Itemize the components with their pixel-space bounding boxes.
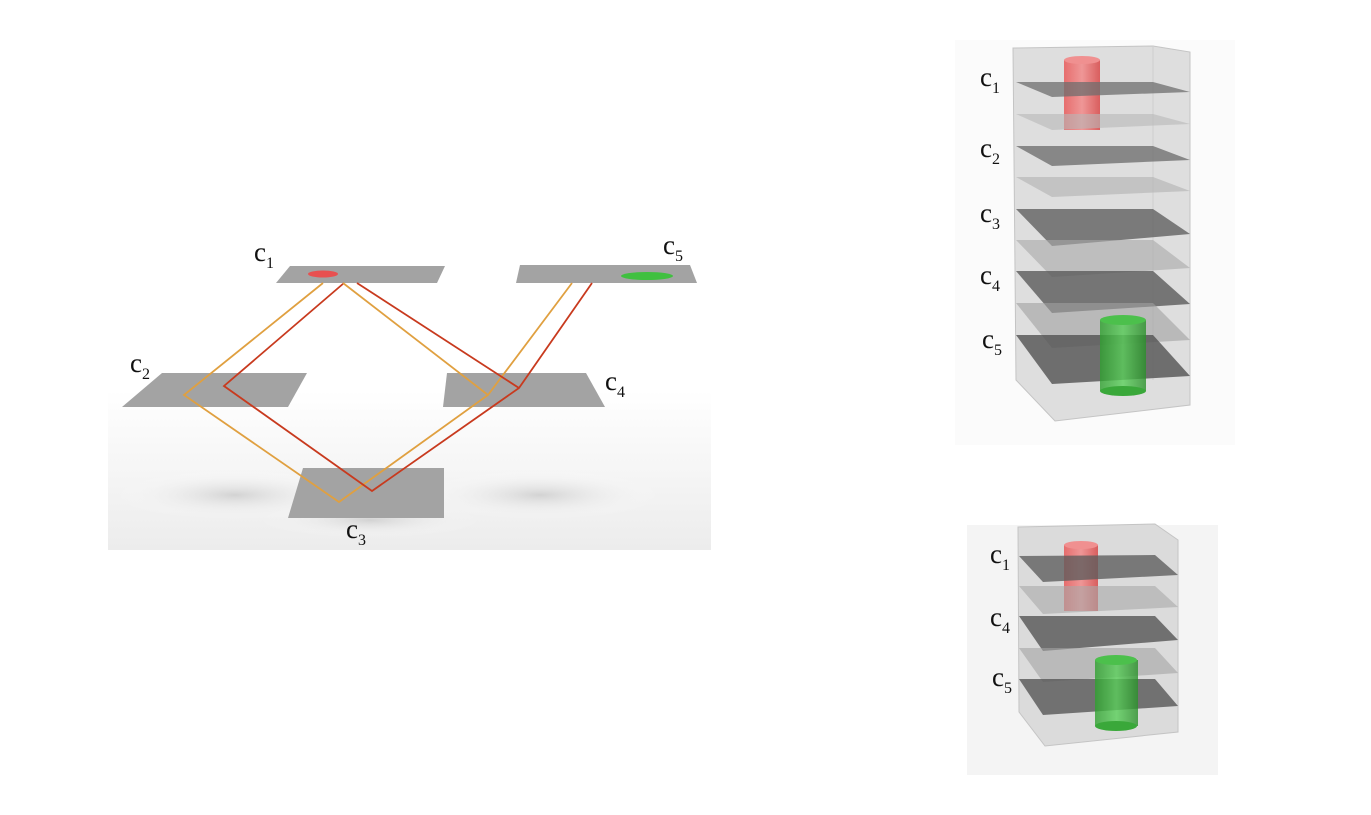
- green-cylinder-top: [1095, 655, 1137, 665]
- label-c1: c1: [254, 237, 274, 272]
- stack-bottom-label-c4: c4: [990, 602, 1010, 637]
- stack-top-label-c2: c2: [980, 133, 1000, 168]
- stack-bottom-labels: c1 c4 c5: [990, 539, 1012, 697]
- green-cylinder: [1095, 660, 1138, 726]
- green-cylinder-top: [1100, 315, 1146, 325]
- stack-top-panel: c1 c2 c3 c4 c5: [955, 40, 1235, 445]
- red-cylinder-top: [1064, 56, 1100, 64]
- stack-bottom-panel: c1 c4 c5: [967, 523, 1218, 775]
- path-red-short: [356, 282, 520, 389]
- plate-c2: [122, 373, 307, 407]
- stack-plate: [1016, 114, 1190, 130]
- goal-marker: [621, 272, 673, 280]
- path-orange-short: [342, 282, 489, 396]
- stack-plate: [1016, 271, 1190, 313]
- stack-plate: [1016, 240, 1190, 277]
- stack-bottom-label-c5: c5: [992, 662, 1012, 697]
- start-marker: [308, 270, 338, 278]
- path-lines: [182, 282, 593, 504]
- graph-panel: c1 c5 c2 c4 c3: [108, 230, 711, 550]
- stack-plate: [1016, 209, 1190, 246]
- green-cylinder-bottom: [1100, 386, 1146, 396]
- path-red-main: [222, 282, 593, 493]
- stack-plate: [1019, 555, 1178, 582]
- plate-c5: [516, 265, 697, 283]
- stack-plate: [1016, 177, 1190, 197]
- stack-top-label-c4: c4: [980, 260, 1000, 295]
- stack-plate: [1016, 146, 1190, 166]
- shadow: [420, 470, 660, 520]
- plate-c1: [276, 266, 445, 283]
- label-c2: c2: [130, 348, 150, 383]
- stack-bottom-label-c1: c1: [990, 539, 1010, 574]
- label-c5: c5: [663, 230, 683, 265]
- green-cylinder-bottom: [1095, 721, 1137, 731]
- graph-labels: c1 c5 c2 c4 c3: [130, 230, 683, 549]
- path-orange-main: [182, 282, 573, 504]
- stack-top-label-c5: c5: [982, 324, 1002, 359]
- plate-c3: [288, 468, 444, 518]
- stack-plate: [1016, 82, 1190, 97]
- green-cylinder: [1100, 320, 1146, 391]
- label-c3: c3: [346, 514, 366, 549]
- stack-top-labels: c1 c2 c3 c4 c5: [980, 62, 1002, 359]
- stack-top-label-c1: c1: [980, 62, 1000, 97]
- stack-plate: [1019, 586, 1178, 614]
- red-cylinder-top: [1064, 541, 1098, 549]
- label-c4: c4: [605, 366, 625, 401]
- stack-top-label-c3: c3: [980, 198, 1000, 233]
- stack-plate: [1019, 616, 1178, 651]
